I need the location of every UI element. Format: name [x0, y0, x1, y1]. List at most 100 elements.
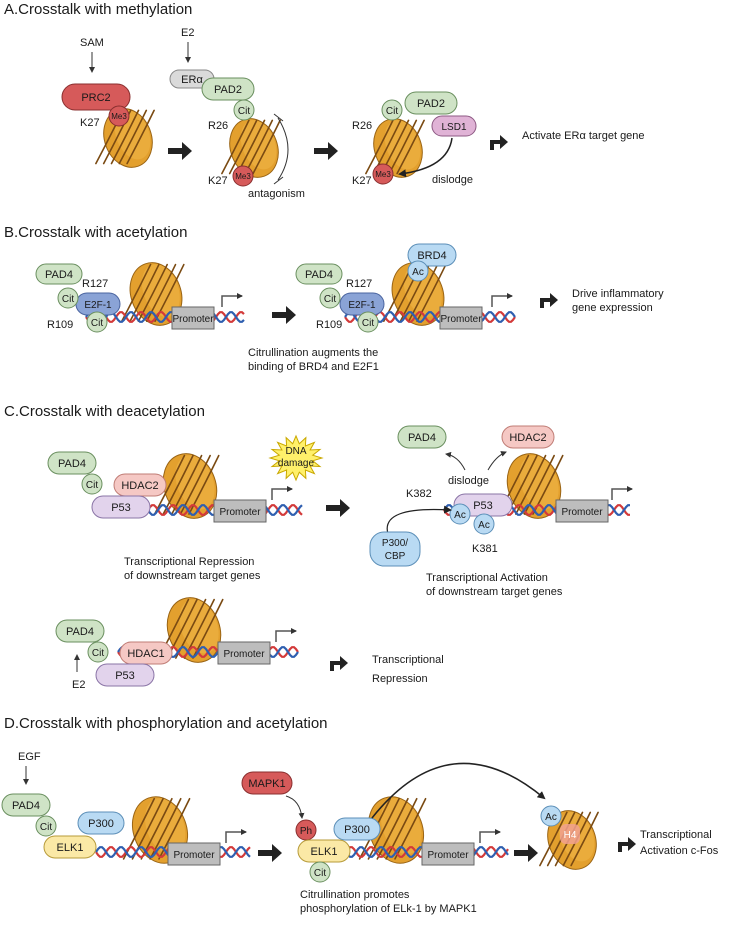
r26-label-a3: R26 — [352, 120, 372, 132]
e2f1-label-b2: E2F-1 — [348, 300, 376, 311]
ac-circle-c2-k382: Ac — [449, 503, 471, 525]
promoter-box-b2: Promoter — [439, 306, 483, 330]
nucleosome-b1 — [120, 262, 185, 326]
h4-label: H4 — [564, 830, 577, 841]
me3-circle-a3: Me3 — [372, 163, 394, 185]
me3-label-a1: Me3 — [111, 112, 127, 121]
e2f1-pill-b2: E2F-1 — [339, 292, 385, 316]
k27-label-a1: K27 — [80, 117, 100, 129]
antagonism-label: antagonism — [248, 188, 305, 200]
p53-label-c1: P53 — [111, 502, 131, 514]
era-label: ERα — [181, 74, 203, 86]
p300-label-d1: P300 — [88, 818, 114, 830]
me3-circle-a1: Me3 — [108, 105, 130, 127]
mapk1-arrow — [285, 795, 305, 819]
step-arrow-d1 — [258, 844, 282, 862]
p300-label-line2: CBP — [385, 551, 406, 562]
elk1-pill-d2: ELK1 — [297, 839, 351, 863]
ph-label: Ph — [300, 826, 312, 837]
pad2-label-a2: PAD2 — [214, 84, 242, 96]
r127-label-b1: R127 — [82, 278, 108, 290]
promoter-label-d1: Promoter — [173, 850, 215, 861]
cit-circle-b2-bottom: Cit — [357, 311, 379, 333]
p53-label-c2: P53 — [473, 500, 493, 512]
p300-label-d2: P300 — [344, 824, 370, 836]
r127-label-b2: R127 — [346, 278, 372, 290]
hdac2-pill-c1: HDAC2 — [113, 473, 167, 497]
cit-circle-b1-top: Cit — [57, 287, 79, 309]
c-rep-caption-line2: of downstream target genes — [124, 570, 261, 582]
activation-arrow-d — [618, 837, 636, 852]
tss-arrow-d1 — [225, 829, 247, 843]
p300-label-line1: P300/ — [382, 538, 408, 549]
p300-cbp-pill: P300/ CBP — [369, 531, 421, 567]
d-caption-line2: phosphorylation of ELk-1 by MAPK1 — [300, 903, 477, 915]
ac-label-c2-k382: Ac — [454, 510, 466, 521]
r109-label-b1: R109 — [47, 319, 73, 331]
activate-text: Activate ERα target gene — [522, 130, 645, 142]
cit-circle-c1: Cit — [81, 473, 103, 495]
prc2-label: PRC2 — [81, 92, 110, 104]
ac-label-c2-k381: Ac — [478, 520, 490, 531]
c-result-line1: Transcriptional — [372, 654, 444, 666]
dislodge-label-c: dislodge — [448, 475, 489, 487]
dislodge-arrow-a — [398, 137, 453, 178]
nucleosome-a2 — [221, 118, 281, 178]
hdac2-label-c2: HDAC2 — [509, 432, 546, 444]
brd4-pill: BRD4 — [407, 243, 457, 267]
p300-pill-d1: P300 — [77, 811, 125, 835]
cit-label-d1: Cit — [40, 822, 52, 833]
tss-arrow-c1 — [271, 486, 293, 500]
pad4-pill-c1: PAD4 — [47, 451, 97, 475]
mapk1-label: MAPK1 — [248, 778, 285, 790]
pad2-label-a3: PAD2 — [417, 98, 445, 110]
nucleosome-c3 — [157, 597, 224, 663]
elk1-label-d1: ELK1 — [57, 842, 84, 854]
promoter-box-b1: Promoter — [171, 306, 215, 330]
pad4-label-b1: PAD4 — [45, 269, 73, 281]
e2-label-c: E2 — [72, 679, 85, 691]
d-caption-line1: Citrullination promotes — [300, 889, 410, 901]
step-arrow-a2 — [314, 142, 338, 160]
hdac2-label-c1: HDAC2 — [121, 480, 158, 492]
dislodge-arrow-c-left — [445, 451, 466, 471]
cit-label-a3: Cit — [386, 106, 398, 117]
nucleosome-c2 — [497, 453, 564, 519]
step-arrow-d2 — [514, 844, 538, 862]
tss-arrow-c3 — [275, 628, 297, 642]
prc2-pill: PRC2 — [61, 83, 131, 111]
elk1-pill-d1: ELK1 — [43, 835, 97, 859]
cit-label-c1: Cit — [86, 480, 98, 491]
ac-circle-c2-k381: Ac — [473, 513, 495, 535]
tss-arrow-b1 — [221, 293, 243, 307]
dislodge-arrow-c-right — [487, 451, 507, 471]
k27-label-a2: K27 — [208, 175, 228, 187]
pad4-label-c3: PAD4 — [66, 626, 94, 638]
cit-label-a2: Cit — [238, 106, 250, 117]
hdac1-label: HDAC1 — [127, 648, 164, 660]
pad2-pill-a2: PAD2 — [201, 77, 255, 101]
k382-label: K382 — [406, 488, 432, 500]
pad2-pill-a3: PAD2 — [404, 91, 458, 115]
e2-label-a: E2 — [181, 27, 194, 39]
e2f1-label-b1: E2F-1 — [84, 300, 112, 311]
section-d-title: D.Crosstalk with phosphorylation and ace… — [4, 715, 328, 732]
tss-arrow-b2 — [491, 293, 513, 307]
k381-label: K381 — [472, 543, 498, 555]
dna-damage-line1: DNA — [285, 446, 306, 457]
h4-tag: H4 — [560, 824, 580, 844]
r26-label-a2: R26 — [208, 120, 228, 132]
p53-pill-c1: P53 — [91, 495, 151, 519]
cit-circle-a2: Cit — [233, 99, 255, 121]
b-caption-line1: Citrullination augments the — [248, 347, 378, 359]
activation-arrow-b — [540, 293, 558, 308]
me3-label-a3: Me3 — [375, 170, 391, 179]
section-c-title: C.Crosstalk with deacetylation — [4, 403, 205, 420]
me3-label-a2: Me3 — [235, 172, 251, 181]
promoter-box-c3: Promoter — [217, 641, 271, 665]
ac-label-b2: Ac — [412, 267, 424, 278]
promoter-box-d1: Promoter — [167, 842, 221, 866]
pad4-pill-c2: PAD4 — [397, 425, 447, 449]
activation-arrow-c — [330, 656, 348, 671]
